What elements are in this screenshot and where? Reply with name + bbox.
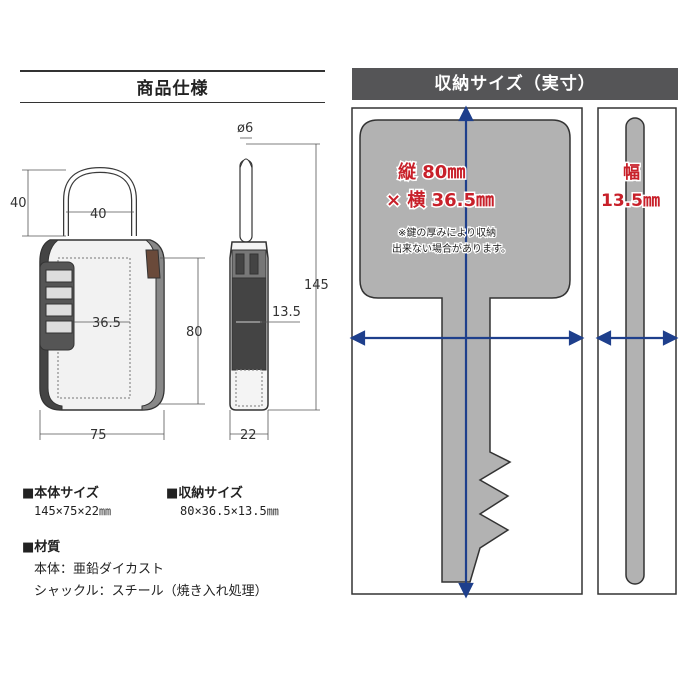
note-line-2: 出来ない場合があります。 (392, 242, 511, 255)
body-size-title: ■本体サイズ (22, 486, 99, 501)
front-shackle-highlight (64, 168, 136, 236)
note-line-1: ※鍵の厚みにより収納 (398, 226, 496, 239)
dial-1 (45, 269, 73, 283)
key-width-label: × 横 36.5㎜ (386, 189, 494, 211)
material-body: 本体：亜鉛ダイカスト (34, 562, 165, 577)
dim-body-height: 80 (186, 325, 203, 340)
dim-shackle-height: 40 (10, 196, 27, 211)
header-rule-top (20, 70, 325, 72)
storage-size-drawing: 縦 80㎜ × 横 36.5㎜ 幅 13.5㎜ ※鍵の厚みにより収納 出来ない場… (349, 105, 679, 599)
storage-size-value: 80×36.5×13.5㎜ (180, 504, 279, 518)
dim-body-width: 75 (90, 428, 107, 443)
thickness-value: 13.5㎜ (601, 191, 660, 211)
key-thickness-bar (625, 117, 645, 585)
dim-total-height: 145 (304, 278, 329, 293)
storage-size-header: 収納サイズ（実寸） (352, 68, 678, 100)
lockbox-technical-drawing: 40 40 36.5 80 75 ø6 145 13.5 22 (10, 121, 329, 443)
dial-2 (45, 286, 73, 300)
dial-4 (45, 320, 73, 334)
dial-3 (45, 303, 73, 317)
material-title: ■材質 (22, 540, 61, 555)
dim-body-depth: 22 (240, 428, 257, 443)
storage-size-title: ■収納サイズ (166, 486, 243, 501)
body-size-value: 145×75×22㎜ (34, 504, 112, 518)
side-shackle (239, 159, 253, 243)
dim-shackle-width: 40 (90, 207, 107, 222)
spec-header-title: 商品仕様 (136, 79, 209, 99)
dim-shackle-diameter: ø6 (237, 121, 253, 136)
material-shackle: シャックル：スチール（焼き入れ処理） (34, 584, 268, 599)
release-knob (145, 249, 161, 279)
header-rule-bottom (20, 102, 325, 103)
side-shackle-top (239, 158, 253, 169)
thickness-title: 幅 (623, 162, 640, 183)
dim-inner-depth: 13.5 (272, 305, 301, 320)
spec-header: 商品仕様 (20, 70, 325, 105)
side-dark-band (231, 277, 267, 371)
front-shackle (63, 166, 137, 236)
key-height-label: 縦 80㎜ (398, 161, 465, 183)
dim-inner-width: 36.5 (92, 316, 121, 331)
